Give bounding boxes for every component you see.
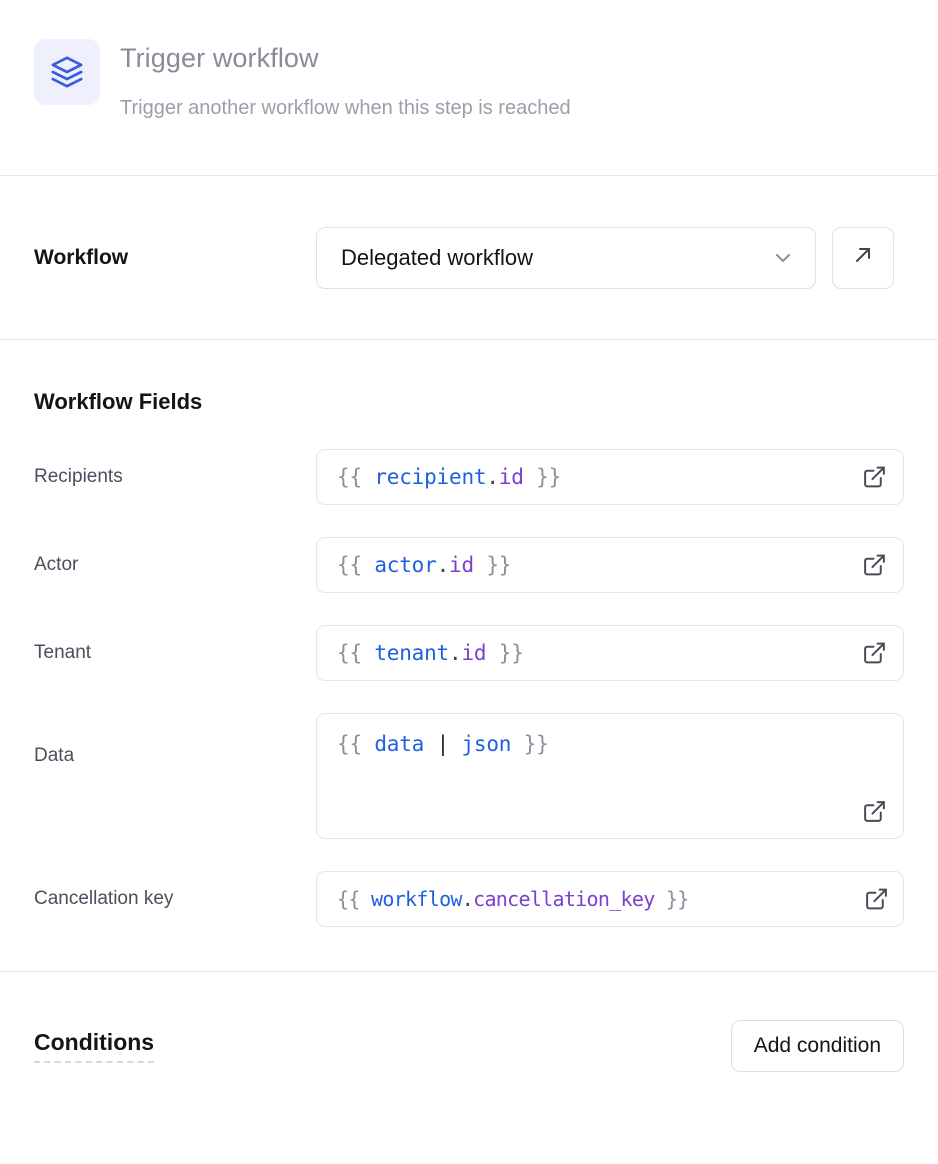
field-label: Data	[34, 745, 75, 766]
field-row: Recipients {{ recipient.id }}	[34, 449, 904, 505]
add-condition-button[interactable]: Add condition	[730, 1020, 904, 1072]
field-label: Tenant	[34, 642, 92, 663]
external-link-icon[interactable]	[862, 553, 887, 578]
arrow-up-right-icon	[851, 243, 875, 272]
workflow-select-value: Delegated workflow	[341, 244, 533, 270]
template-value: {{ recipient.id }}	[337, 465, 562, 489]
workflow-fields-heading: Workflow Fields	[34, 389, 203, 414]
field-label: Cancellation key	[34, 888, 174, 909]
field-label: Recipients	[34, 466, 123, 487]
template-value: {{ workflow.cancellation_key }}	[337, 887, 689, 911]
field-rows: Recipients {{ recipient.id }} Actor {{ acto…	[34, 449, 904, 927]
conditions-section: Conditions Add condition	[0, 972, 938, 1120]
open-workflow-button[interactable]	[832, 226, 894, 289]
template-value: {{ actor.id }}	[337, 553, 512, 577]
workflow-label: Workflow	[34, 245, 129, 269]
conditions-heading[interactable]: Conditions	[34, 1029, 155, 1063]
workflow-select-wrap: Delegated workflow	[316, 226, 894, 289]
step-header-text: Trigger workflow Trigger another workflo…	[120, 31, 571, 126]
workflow-select-section: Workflow Delegated workflow	[0, 176, 938, 340]
external-link-icon[interactable]	[862, 641, 887, 666]
template-input[interactable]: {{ data | json }}	[316, 713, 904, 839]
workflow-select[interactable]: Delegated workflow	[316, 226, 816, 289]
external-link-icon[interactable]	[862, 799, 887, 824]
template-value: {{ data | json }}	[337, 732, 549, 756]
step-header: Trigger workflow Trigger another workflo…	[0, 0, 938, 176]
workflow-fields-section: Workflow Fields Recipients {{ recipient.i…	[0, 340, 938, 972]
page-subtitle: Trigger another workflow when this step …	[120, 97, 571, 119]
field-row: Tenant {{ tenant.id }}	[34, 625, 904, 681]
field-row: Actor {{ actor.id }}	[34, 537, 904, 593]
field-row: Data {{ data | json }}	[34, 713, 904, 839]
template-input[interactable]: {{ recipient.id }}	[316, 449, 904, 505]
template-value: {{ tenant.id }}	[337, 641, 524, 665]
page-title: Trigger workflow	[120, 43, 319, 73]
field-label: Actor	[34, 554, 79, 575]
template-input[interactable]: {{ workflow.cancellation_key }}	[316, 871, 904, 927]
template-input[interactable]: {{ tenant.id }}	[316, 625, 904, 681]
external-link-icon[interactable]	[862, 465, 887, 490]
field-row: Cancellation key {{ workflow.cancellation…	[34, 871, 904, 927]
chevron-down-icon	[771, 246, 795, 270]
external-link-icon[interactable]	[864, 887, 889, 912]
layers-stack-icon	[34, 39, 100, 105]
template-input[interactable]: {{ actor.id }}	[316, 537, 904, 593]
